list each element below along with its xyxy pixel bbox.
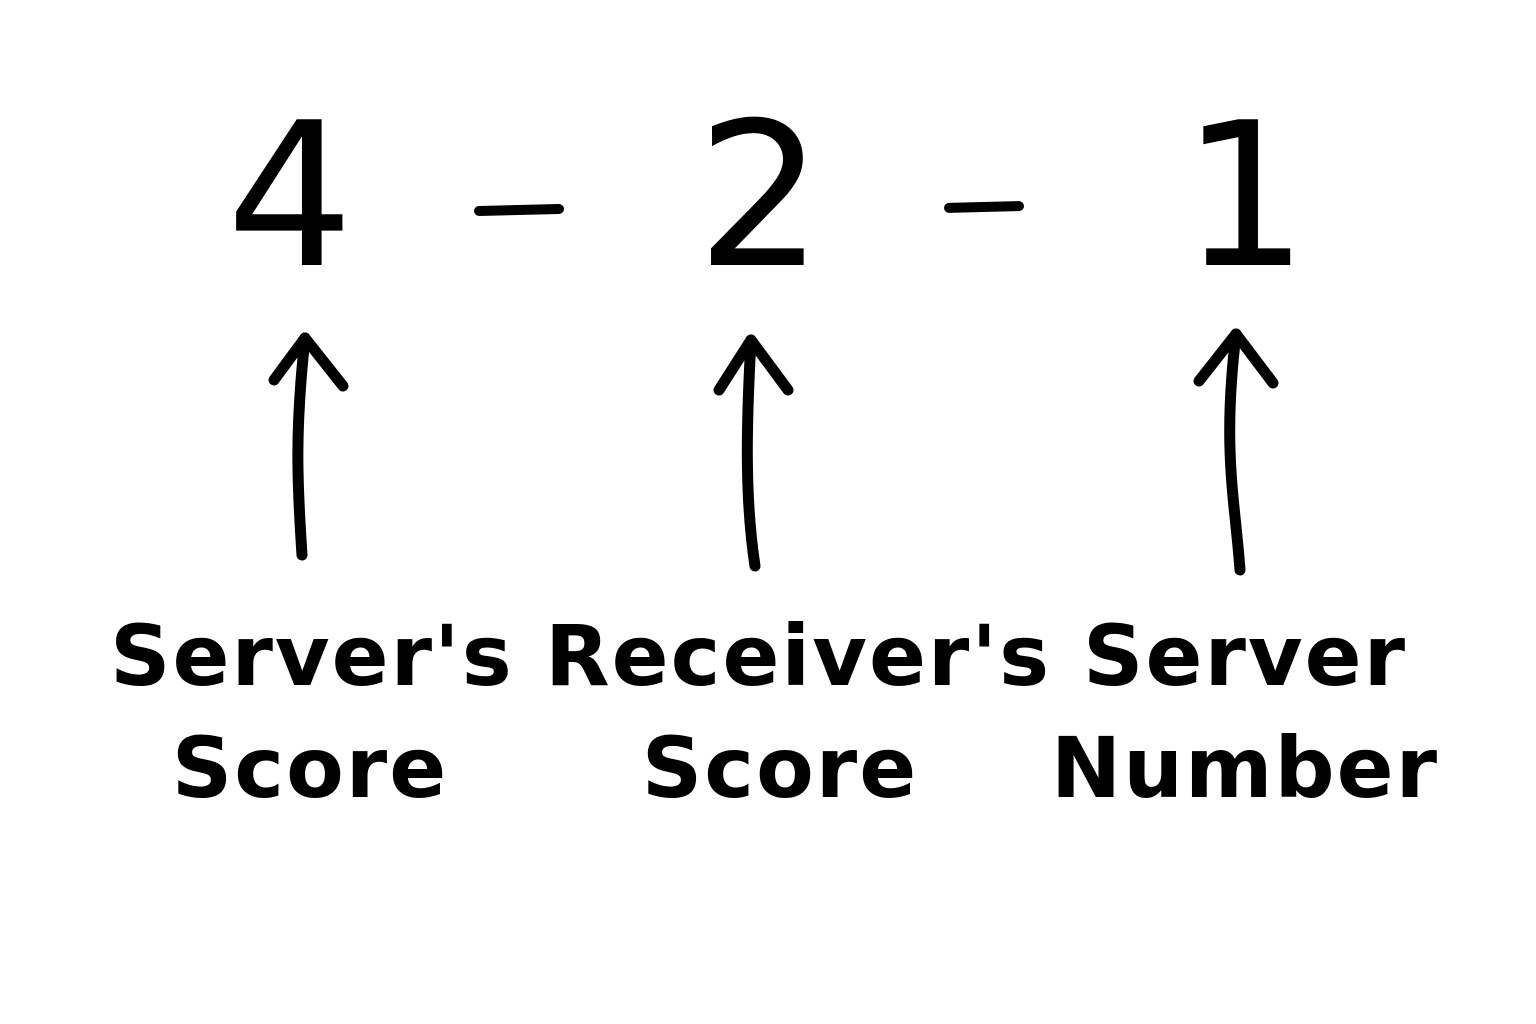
server-score-label-line2: Score: [171, 719, 449, 817]
receiver-score-digit: 2: [696, 80, 824, 313]
server-number-label: Server Number: [1045, 600, 1445, 824]
server-number-digit: 1: [1181, 80, 1309, 313]
receiver-score-label: Receiver's Score: [545, 600, 1052, 824]
server-number-label-line1: Server: [1082, 607, 1408, 705]
receiver-score-label-line2: Score: [641, 719, 919, 817]
server-number-label-line2: Number: [1050, 719, 1440, 817]
server-score-digit: 4: [226, 80, 354, 313]
score-separator-dash: [473, 203, 565, 217]
receiver-score-label-line1: Receiver's: [545, 607, 1052, 705]
server-score-label: Server's Score: [110, 600, 514, 824]
score-separator-dash: [943, 200, 1025, 214]
server-score-label-line1: Server's: [110, 607, 514, 705]
up-arrow-icon: [268, 332, 349, 561]
up-arrow-icon: [713, 334, 794, 572]
up-arrow-icon: [1193, 328, 1279, 576]
